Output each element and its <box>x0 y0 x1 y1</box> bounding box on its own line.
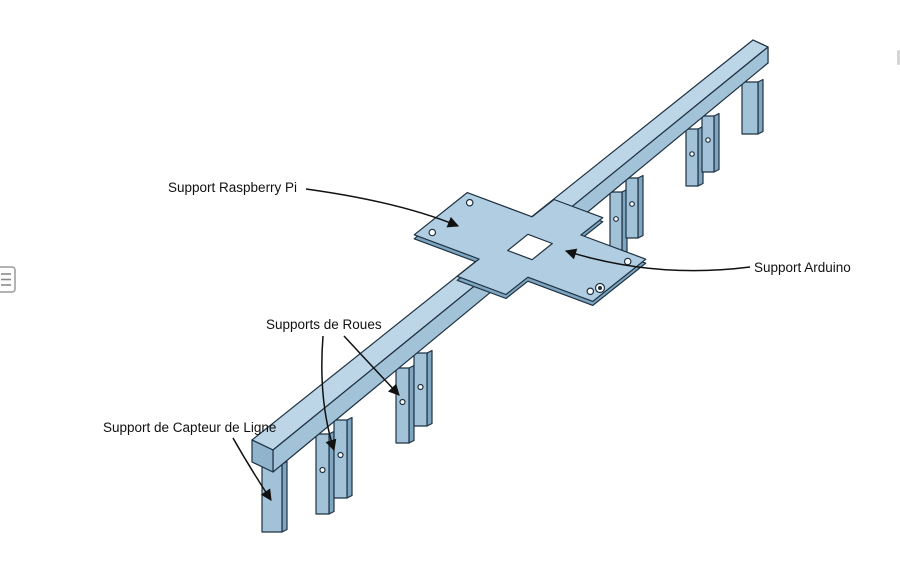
chassis-model[interactable] <box>251 39 769 533</box>
post-front-face <box>395 367 410 444</box>
post-front-face <box>261 463 283 533</box>
plate-square-cutout <box>507 233 553 261</box>
mounting-hole <box>465 198 474 207</box>
post-side-face <box>408 364 415 444</box>
axle-hole <box>689 151 695 157</box>
axle-hole <box>337 451 344 459</box>
feature-list-toggle[interactable] <box>0 266 16 293</box>
axle-hole <box>705 137 711 143</box>
label-support-raspberry-pi: Support Raspberry Pi <box>168 180 298 195</box>
label-support-capteur-ligne: Support de Capteur de Ligne <box>103 420 277 435</box>
mounting-hole <box>586 287 595 296</box>
feature-list-icon <box>0 266 16 293</box>
leader-capteur <box>232 437 272 501</box>
post-side-face <box>757 78 764 135</box>
mounting-hole <box>428 228 437 237</box>
line-sensor-post[interactable] <box>261 460 288 533</box>
cross-plate[interactable] <box>413 192 647 306</box>
wheel-support-post[interactable] <box>701 112 720 173</box>
post-front-face <box>685 128 699 187</box>
post-front-face <box>625 177 639 239</box>
beam-left-cap <box>251 439 274 473</box>
wheel-support-post[interactable] <box>685 125 704 187</box>
annotation-arrows <box>232 188 751 501</box>
axle-hole <box>399 398 406 406</box>
leader-roues-1 <box>321 335 337 452</box>
axle-hole <box>417 383 424 391</box>
post-side-face <box>281 460 288 533</box>
wheel-support-post[interactable] <box>625 174 644 239</box>
post-front-face <box>741 81 759 135</box>
label-supports-de-roues: Supports de Roues <box>266 317 382 332</box>
axle-hole <box>319 466 326 474</box>
wheel-support-post[interactable] <box>413 349 433 427</box>
wheel-support-post[interactable] <box>395 364 415 444</box>
post-side-face <box>346 416 353 499</box>
leader-raspberry-pi <box>305 188 460 228</box>
mounting-hole <box>623 257 632 266</box>
axle-hole <box>629 201 635 207</box>
post-front-face <box>701 115 715 173</box>
wheel-support-post[interactable] <box>333 416 353 499</box>
wheel-support-post[interactable] <box>609 188 628 255</box>
end-support-post[interactable] <box>741 78 764 135</box>
post-front-face <box>315 433 330 515</box>
leader-roues-2 <box>343 335 400 396</box>
leader-arduino <box>564 248 751 272</box>
origin-dot <box>597 286 602 291</box>
label-support-arduino: Support Arduino <box>754 260 851 275</box>
right-edge-tick <box>897 50 900 65</box>
post-front-face <box>333 419 348 499</box>
wheel-support-post[interactable] <box>315 430 335 515</box>
axle-hole <box>613 216 619 222</box>
origin-marker[interactable] <box>594 282 606 294</box>
post-side-face <box>713 112 720 173</box>
post-front-face <box>609 191 623 255</box>
post-side-face <box>637 174 644 239</box>
post-side-face <box>426 349 433 427</box>
